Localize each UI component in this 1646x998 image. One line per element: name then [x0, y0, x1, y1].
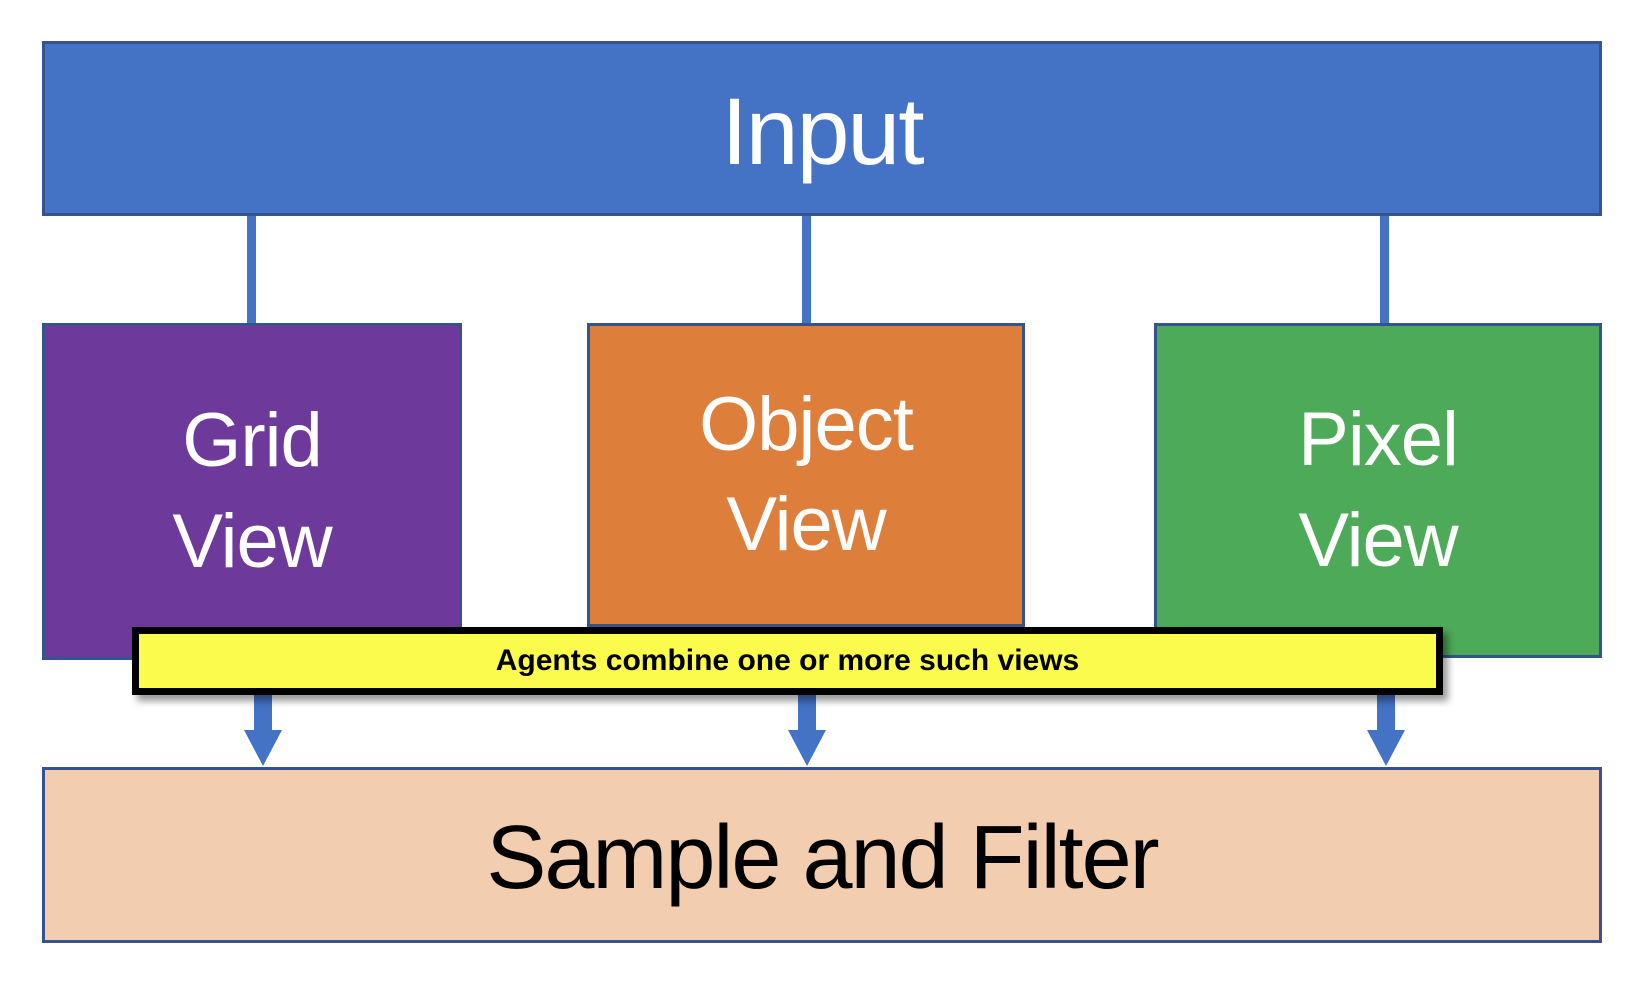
node-object-view-label: Object View: [699, 381, 914, 567]
connector-input-to-object-view: [802, 210, 811, 326]
connector-input-to-pixel-view: [1380, 210, 1389, 326]
connector-input-to-grid-view: [247, 210, 256, 326]
node-sample-and-filter: Sample and Filter: [42, 767, 1602, 943]
node-object-view: Object View: [587, 323, 1025, 627]
down-arrow-icon: [1367, 694, 1405, 766]
arrow-object-view-to-sample-filter: [787, 694, 827, 766]
node-input-label: Input: [721, 79, 924, 185]
down-arrow-icon: [244, 694, 282, 766]
banner-agents-note: Agents combine one or more such views: [132, 627, 1443, 695]
node-grid-view-label: Grid View: [172, 398, 332, 584]
node-pixel-view-label: Pixel View: [1298, 397, 1459, 583]
node-pixel-view: Pixel View: [1154, 323, 1602, 658]
node-input: Input: [42, 41, 1602, 216]
arrow-grid-view-to-sample-filter: [243, 694, 283, 766]
down-arrow-icon: [788, 694, 826, 766]
arrow-pixel-view-to-sample-filter: [1366, 694, 1406, 766]
banner-agents-note-label: Agents combine one or more such views: [495, 644, 1080, 677]
node-sample-and-filter-label: Sample and Filter: [486, 807, 1159, 908]
node-grid-view: Grid View: [42, 323, 462, 660]
